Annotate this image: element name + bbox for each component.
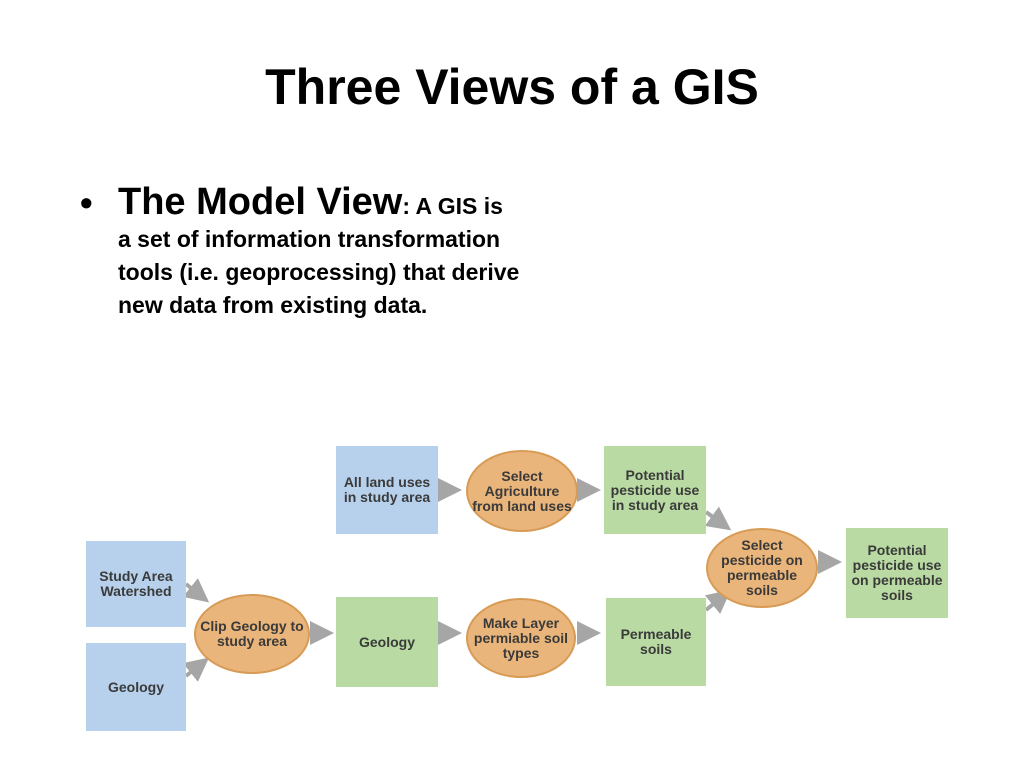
arrow-potential-to-selectpesticide [704, 506, 732, 531]
node-geology-input: Geology [86, 643, 186, 731]
node-result: Potential pesticide use on permeable soi… [846, 528, 948, 618]
node-clip-process: Clip Geology to study area [194, 594, 310, 674]
arrow-geology-to-clip [182, 657, 210, 682]
bullet-item: • The Model View: A GIS is a set of info… [80, 183, 520, 322]
node-all-land-uses: All land uses in study area [336, 446, 438, 534]
bullet-heading: The Model View [118, 181, 403, 223]
node-select-agriculture-process: Select Agriculture from land uses [466, 450, 578, 532]
node-select-pesticide-process: Select pesticide on permeable soils [706, 528, 818, 608]
node-geology-clipped: Geology [336, 597, 438, 687]
bullet-marker: • [80, 182, 93, 223]
node-make-layer-process: Make Layer permiable soil types [466, 598, 576, 678]
node-permeable-soils: Permeable soils [606, 598, 706, 686]
bullet-body: GIS is a set of information transformati… [118, 193, 520, 318]
bullet-separator: : A [402, 193, 432, 219]
node-potential-pesticide-use: Potential pesticide use in study area [604, 446, 706, 534]
bullet-text: The Model View: A GIS is a set of inform… [118, 183, 520, 322]
slide-title: Three Views of a GIS [265, 59, 759, 115]
arrow-watershed-to-clip [182, 578, 210, 603]
node-study-area-watershed: Study Area Watershed [86, 541, 186, 627]
